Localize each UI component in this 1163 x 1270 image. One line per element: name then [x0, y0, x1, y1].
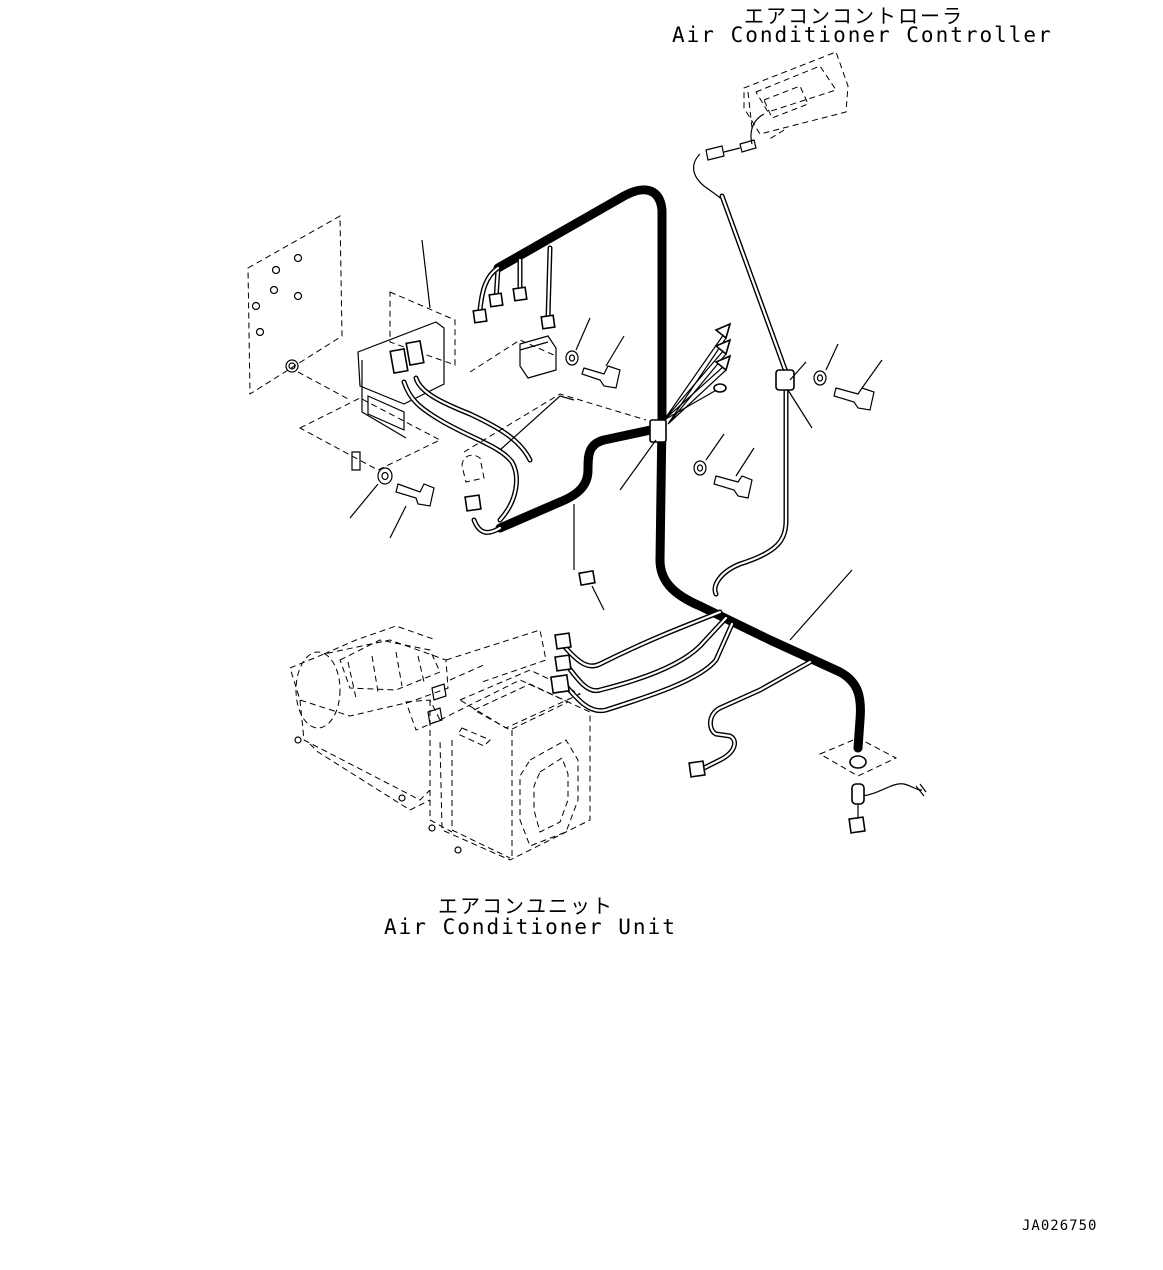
drawing-code: JA026750 — [1022, 1218, 1098, 1234]
washer-icon — [813, 343, 839, 386]
bolt-icon — [389, 483, 435, 539]
air-conditioner-unit-drawing — [289, 625, 591, 861]
relay-socket-drawing — [519, 335, 557, 379]
bolt-icon — [581, 335, 625, 389]
relay-bracket-drawing — [298, 239, 557, 471]
washer-icon — [693, 433, 725, 476]
bolt-icon — [713, 447, 755, 499]
terminal-icon — [713, 322, 732, 393]
wiring-harness-drawing — [401, 185, 927, 797]
controller-label-jp: エアコンコントローラ — [744, 4, 964, 28]
controller-label-en: Air Conditioner Controller — [672, 23, 1053, 47]
connector-icon — [461, 286, 866, 834]
clamp-icon — [619, 361, 898, 777]
label-tag-icon — [499, 395, 605, 611]
air-conditioner-controller-drawing — [693, 51, 849, 199]
unit-label-en: Air Conditioner Unit — [384, 915, 677, 939]
mounting-plate-drawing — [247, 215, 351, 401]
washer-icon — [565, 317, 591, 366]
unit-label-jp: エアコンユニット — [438, 894, 614, 918]
leader-lines — [463, 393, 853, 641]
bolt-icon — [833, 359, 883, 411]
washer-icon — [349, 467, 393, 519]
